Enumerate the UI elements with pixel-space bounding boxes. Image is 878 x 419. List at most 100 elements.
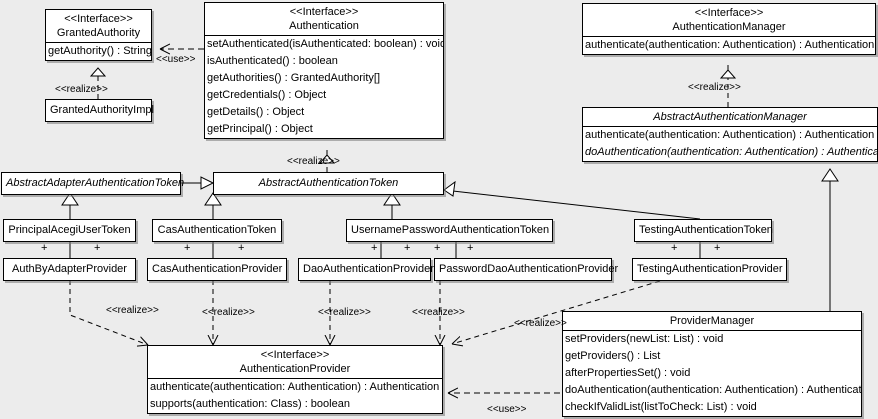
class-header: TestingAuthenticationProvider (633, 259, 786, 280)
class-provider-manager[interactable]: ProviderManager setProviders(newList: Li… (562, 311, 862, 417)
members: authenticate(authentication: Authenticat… (148, 379, 442, 413)
class-name: AbstractAuthenticationToken (258, 177, 399, 189)
class-header: AbstractAdapterAuthenticationToken (2, 173, 185, 194)
class-abstract-authentication-token[interactable]: AbstractAuthenticationToken (213, 172, 444, 195)
class-header: PrincipalAcegiUserToken (4, 220, 135, 241)
class-header: AuthByAdapterProvider (4, 259, 135, 280)
method-row: getAuthorities() : GrantedAuthority[] (207, 72, 381, 84)
class-granted-authority-impl[interactable]: GrantedAuthorityImpl (45, 99, 154, 122)
association-mark-plus: + (94, 242, 101, 254)
members: getAuthority() : String (46, 43, 151, 60)
class-password-dao-authentication-provider[interactable]: PasswordDaoAuthenticationProvider (434, 258, 619, 281)
method-row: doAuthentication(authentication: Authent… (585, 146, 877, 158)
stereotype-label: <<Interface>> (64, 13, 133, 25)
class-testing-authentication-provider[interactable]: TestingAuthenticationProvider (632, 258, 787, 281)
members: setProviders(newList: List) : void getPr… (563, 331, 861, 416)
class-auth-by-adapter-provider[interactable]: AuthByAdapterProvider (3, 258, 136, 281)
association-mark-plus: + (404, 242, 411, 254)
class-testing-authentication-token[interactable]: TestingAuthenticationToken (634, 219, 773, 242)
class-authentication-provider[interactable]: <<Interface>> AuthenticationProvider aut… (147, 345, 443, 414)
stereotype-label: <<Interface>> (694, 7, 764, 19)
association-mark-plus: + (434, 242, 441, 254)
method-row: getDetails() : Object (207, 106, 305, 118)
method-row: isAuthenticated() : boolean (207, 55, 338, 67)
class-name: PasswordDaoAuthenticationProvider (439, 263, 619, 275)
relation-label-realize-granted-authority-impl: <<realize>> (55, 84, 108, 95)
class-name: Authentication (289, 20, 359, 32)
association-mark-plus: + (184, 242, 191, 254)
class-header: <<Interface>> Authentication (205, 3, 443, 35)
method-row: authenticate(authentication: Authenticat… (150, 381, 440, 393)
relation-label-realize-dao-provider: <<realize>> (318, 307, 371, 318)
class-header: <<Interface>> GrantedAuthority (46, 10, 151, 42)
association-mark-plus: + (714, 242, 721, 254)
method-row: authenticate(authentication: Authenticat… (585, 39, 875, 51)
class-header: AbstractAuthenticationManager (583, 108, 877, 126)
class-header: <<Interface>> AuthenticationManager (583, 4, 875, 36)
divider (46, 42, 151, 43)
divider (583, 36, 875, 37)
relation-label-use-provider-manager: <<use>> (487, 404, 527, 415)
method-row: afterPropertiesSet() : void (565, 367, 691, 379)
class-name: AuthByAdapterProvider (12, 263, 127, 275)
association-mark-plus: + (467, 242, 474, 254)
class-name: TestingAuthenticationToken (639, 224, 773, 236)
relation-label-realize-abstract-auth-token: <<realize>> (287, 156, 340, 167)
class-name: AbstractAuthenticationManager (653, 111, 807, 123)
class-header: DaoAuthenticationProvider (299, 259, 434, 280)
class-header: AbstractAuthenticationToken (214, 173, 443, 194)
class-name: UsernamePasswordAuthenticationToken (351, 224, 550, 236)
class-authentication-manager[interactable]: <<Interface>> AuthenticationManager auth… (582, 3, 876, 55)
stereotype-label: <<Interface>> (260, 349, 330, 361)
class-name: ProviderManager (669, 315, 755, 327)
association-mark-plus: + (671, 242, 678, 254)
method-row: getAuthority() : String (48, 45, 151, 57)
class-cas-authentication-token[interactable]: CasAuthenticationToken (152, 219, 282, 242)
association-mark-plus: + (371, 242, 378, 254)
class-header: GrantedAuthorityImpl (46, 100, 154, 121)
class-granted-authority[interactable]: <<Interface>> GrantedAuthority getAuthor… (45, 9, 152, 61)
class-header: TestingAuthenticationToken (635, 220, 773, 241)
class-name: DaoAuthenticationProvider (303, 263, 434, 275)
divider (205, 35, 443, 36)
method-row: getProviders() : List (565, 350, 661, 362)
class-header: CasAuthenticationToken (153, 220, 281, 241)
class-cas-authentication-provider[interactable]: CasAuthenticationProvider (147, 258, 287, 281)
class-name: CasAuthenticationProvider (152, 263, 283, 275)
class-name: AuthenticationProvider (239, 363, 351, 375)
class-name: PrincipalAcegiUserToken (8, 224, 131, 236)
class-authentication[interactable]: <<Interface>> Authentication setAuthenti… (204, 2, 444, 139)
method-row: doAuthentication(authentication: Authent… (565, 384, 861, 396)
class-header: PasswordDaoAuthenticationProvider (435, 259, 619, 280)
method-row: setAuthenticated(isAuthenticated: boolea… (207, 38, 443, 50)
members: authenticate(authentication: Authenticat… (583, 127, 877, 161)
class-abstract-authentication-manager[interactable]: AbstractAuthenticationManager authentica… (582, 107, 878, 162)
class-principal-acegi-user-token[interactable]: PrincipalAcegiUserToken (3, 219, 136, 242)
relation-label-realize-abstract-auth-manager: <<realize>> (688, 82, 741, 93)
method-row: checkIfValidList(listToCheck: List) : vo… (565, 401, 757, 413)
class-abstract-adapter-authentication-token[interactable]: AbstractAdapterAuthenticationToken (1, 172, 185, 195)
method-row: authenticate(authentication: Authenticat… (585, 129, 875, 141)
class-header: ProviderManager (563, 312, 861, 330)
relation-label-realize-password-dao-provider: <<realize>> (412, 307, 465, 318)
class-name: GrantedAuthority (56, 27, 141, 39)
method-row: getCredentials() : Object (207, 89, 327, 101)
divider (563, 330, 861, 331)
relation-label-realize-provider-manager: <<realize>> (514, 318, 567, 329)
divider (148, 378, 442, 379)
class-header: <<Interface>> AuthenticationProvider (148, 346, 442, 378)
association-mark-plus: + (238, 242, 245, 254)
stereotype-label: <<Interface>> (289, 6, 359, 18)
class-name: AuthenticationManager (672, 21, 786, 33)
class-name: AbstractAdapterAuthenticationToken (6, 177, 185, 189)
class-name: TestingAuthenticationProvider (637, 263, 783, 275)
divider (583, 126, 877, 127)
relation-label-realize-cas-provider: <<realize>> (202, 307, 255, 318)
members: authenticate(authentication: Authenticat… (583, 37, 875, 54)
relation-label-realize-auth-by-adapter: <<realize>> (106, 305, 159, 316)
class-username-password-authentication-token[interactable]: UsernamePasswordAuthenticationToken (346, 219, 553, 242)
class-name: CasAuthenticationToken (157, 224, 277, 236)
class-dao-authentication-provider[interactable]: DaoAuthenticationProvider (298, 258, 434, 281)
method-row: setProviders(newList: List) : void (565, 333, 724, 345)
